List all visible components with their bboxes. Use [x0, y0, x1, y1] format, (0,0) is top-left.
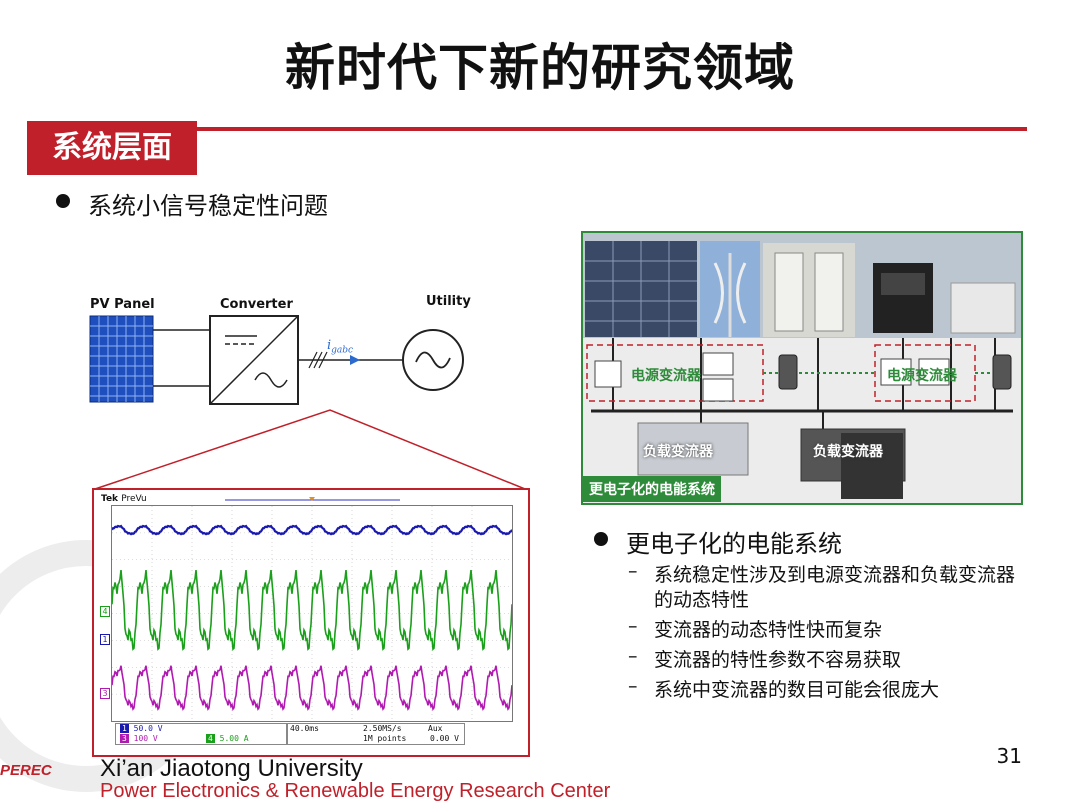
bullet-dot — [594, 532, 608, 546]
power-system-photo: 电源变流器 电源变流器 负载变流器 负载变流器 更电子化的电能系统 — [581, 231, 1023, 505]
ch3-badge: 3 — [120, 734, 129, 743]
sub-item-dash: – — [628, 615, 638, 637]
perec-logo: PEREC — [0, 762, 52, 779]
scope-channel-settings: 1 50.0 V 3 100 V 4 5.00 A — [115, 723, 287, 745]
ch4-marker: 4 — [100, 606, 110, 617]
scope-status-bar: 1 50.0 V 3 100 V 4 5.00 A 40.0ms 2.50MS/… — [111, 722, 511, 744]
photo-caption: 更电子化的电能系统 — [583, 476, 721, 502]
scope-header: Tek PreVu — [101, 494, 147, 504]
sample-rate: 2.50MS/s — [363, 724, 402, 733]
ch3-marker: 3 — [100, 688, 110, 699]
sub-item-dash: – — [628, 675, 638, 697]
trigger-level: 0.00 V — [430, 734, 459, 743]
sub-item-2: 变流器的动态特性快而复杂 — [654, 615, 882, 642]
ch1-marker: 1 — [100, 634, 110, 645]
solar-array-image — [585, 241, 697, 337]
scope-mode: PreVu — [121, 494, 147, 504]
ch4-badge: 4 — [206, 734, 215, 743]
footer-university: Xi’an Jiaotong University — [100, 755, 363, 783]
sub-item-4: 系统中变流器的数目可能会很庞大 — [654, 675, 939, 702]
source-converter-label-2: 电源变流器 — [883, 363, 961, 387]
timebase: 40.0ms — [290, 724, 319, 733]
sub-item-1: 系统稳定性涉及到电源变流器和负载变流器 — [654, 560, 1015, 587]
scope-record-bar — [225, 497, 400, 503]
ch1-scale: 50.0 V — [134, 724, 163, 733]
trigger-source: Aux — [428, 724, 442, 733]
ch3-scale: 100 V — [134, 734, 158, 743]
ch1-badge: 1 — [120, 724, 129, 733]
trace-ch4 — [112, 570, 512, 649]
source-converter-label-1: 电源变流器 — [627, 363, 705, 387]
sub-item-dash: – — [628, 645, 638, 667]
footer-research-center: Power Electronics & Renewable Energy Res… — [100, 780, 610, 803]
wind-turbine-image — [700, 241, 760, 337]
load-converter-label-1: 负载变流器 — [639, 439, 717, 463]
scope-brand: Tek — [101, 494, 118, 504]
sub-item-1-cont: 的动态特性 — [654, 585, 749, 612]
page-number: 31 — [997, 744, 1022, 768]
sub-item-3: 变流器的特性参数不容易获取 — [654, 645, 901, 672]
scope-timebase-panel: 40.0ms 2.50MS/s 1M points Aux 0.00 V — [287, 723, 465, 745]
waveform-plot — [112, 506, 512, 721]
ch4-scale: 5.00 A — [220, 734, 249, 743]
oscilloscope-screen — [111, 505, 513, 722]
right-bullet-text: 更电子化的电能系统 — [626, 524, 842, 559]
sub-item-dash: – — [628, 560, 638, 582]
load-converter-label-2: 负载变流器 — [809, 439, 887, 463]
record-length: 1M points — [363, 734, 406, 743]
